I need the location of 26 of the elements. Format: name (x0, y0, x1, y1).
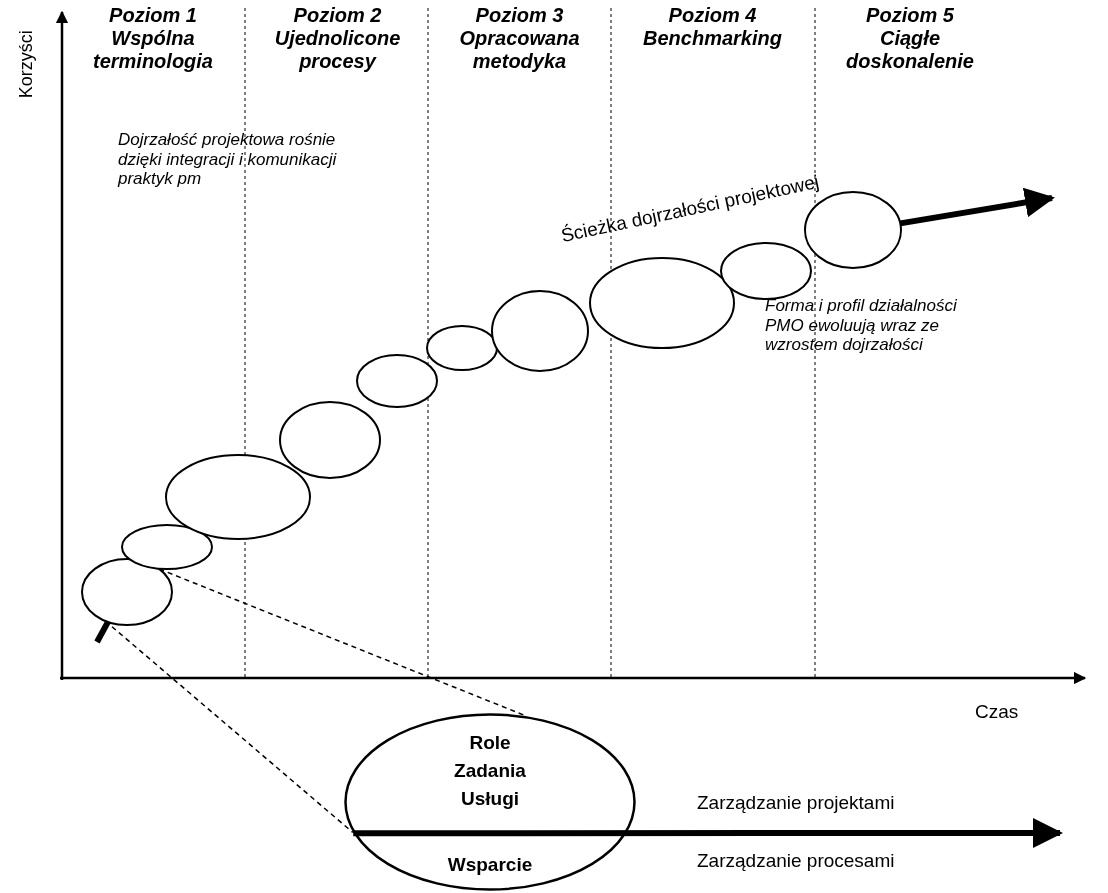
note: Dojrzałość projektowa rośnie dzięki integracji i komunikacji praktyk pm (118, 130, 338, 189)
ellipse-text: Wsparcie (446, 853, 534, 877)
ellipse (279, 401, 381, 479)
arrow (899, 187, 1055, 227)
arrow (353, 818, 1063, 848)
ellipse-text: Role Zadania Usługi (453, 731, 527, 811)
ellipse (356, 354, 438, 408)
level-heading: Poziom 4 Benchmarking (642, 4, 783, 50)
note: Forma i profil działalności PMO ewoluują wraz ze wzrostem dojrzałości (765, 296, 958, 355)
ellipse (491, 290, 589, 372)
level-heading: Poziom 1 Wspólna terminologia (92, 4, 214, 73)
ellipse (426, 325, 498, 371)
axis-label: Korzyści (15, 29, 37, 99)
axis-label: Czas (975, 701, 1020, 723)
ellipse (720, 242, 812, 300)
ellipse (165, 454, 311, 540)
ellipse (121, 524, 213, 570)
line (94, 620, 111, 644)
arrow-label: Zarządzanie projektami (697, 792, 896, 814)
ellipse-node (344, 713, 636, 891)
level-heading: Poziom 3 Opracowana metodyka (458, 4, 581, 73)
ellipse (81, 558, 173, 626)
arrow-label: Zarządzanie procesami (697, 850, 896, 872)
level-heading: Poziom 2 Ujednolicone procesy (273, 4, 402, 73)
level-heading: Poziom 5 Ciągłe doskonalenie (845, 4, 975, 73)
ellipse (589, 257, 735, 349)
